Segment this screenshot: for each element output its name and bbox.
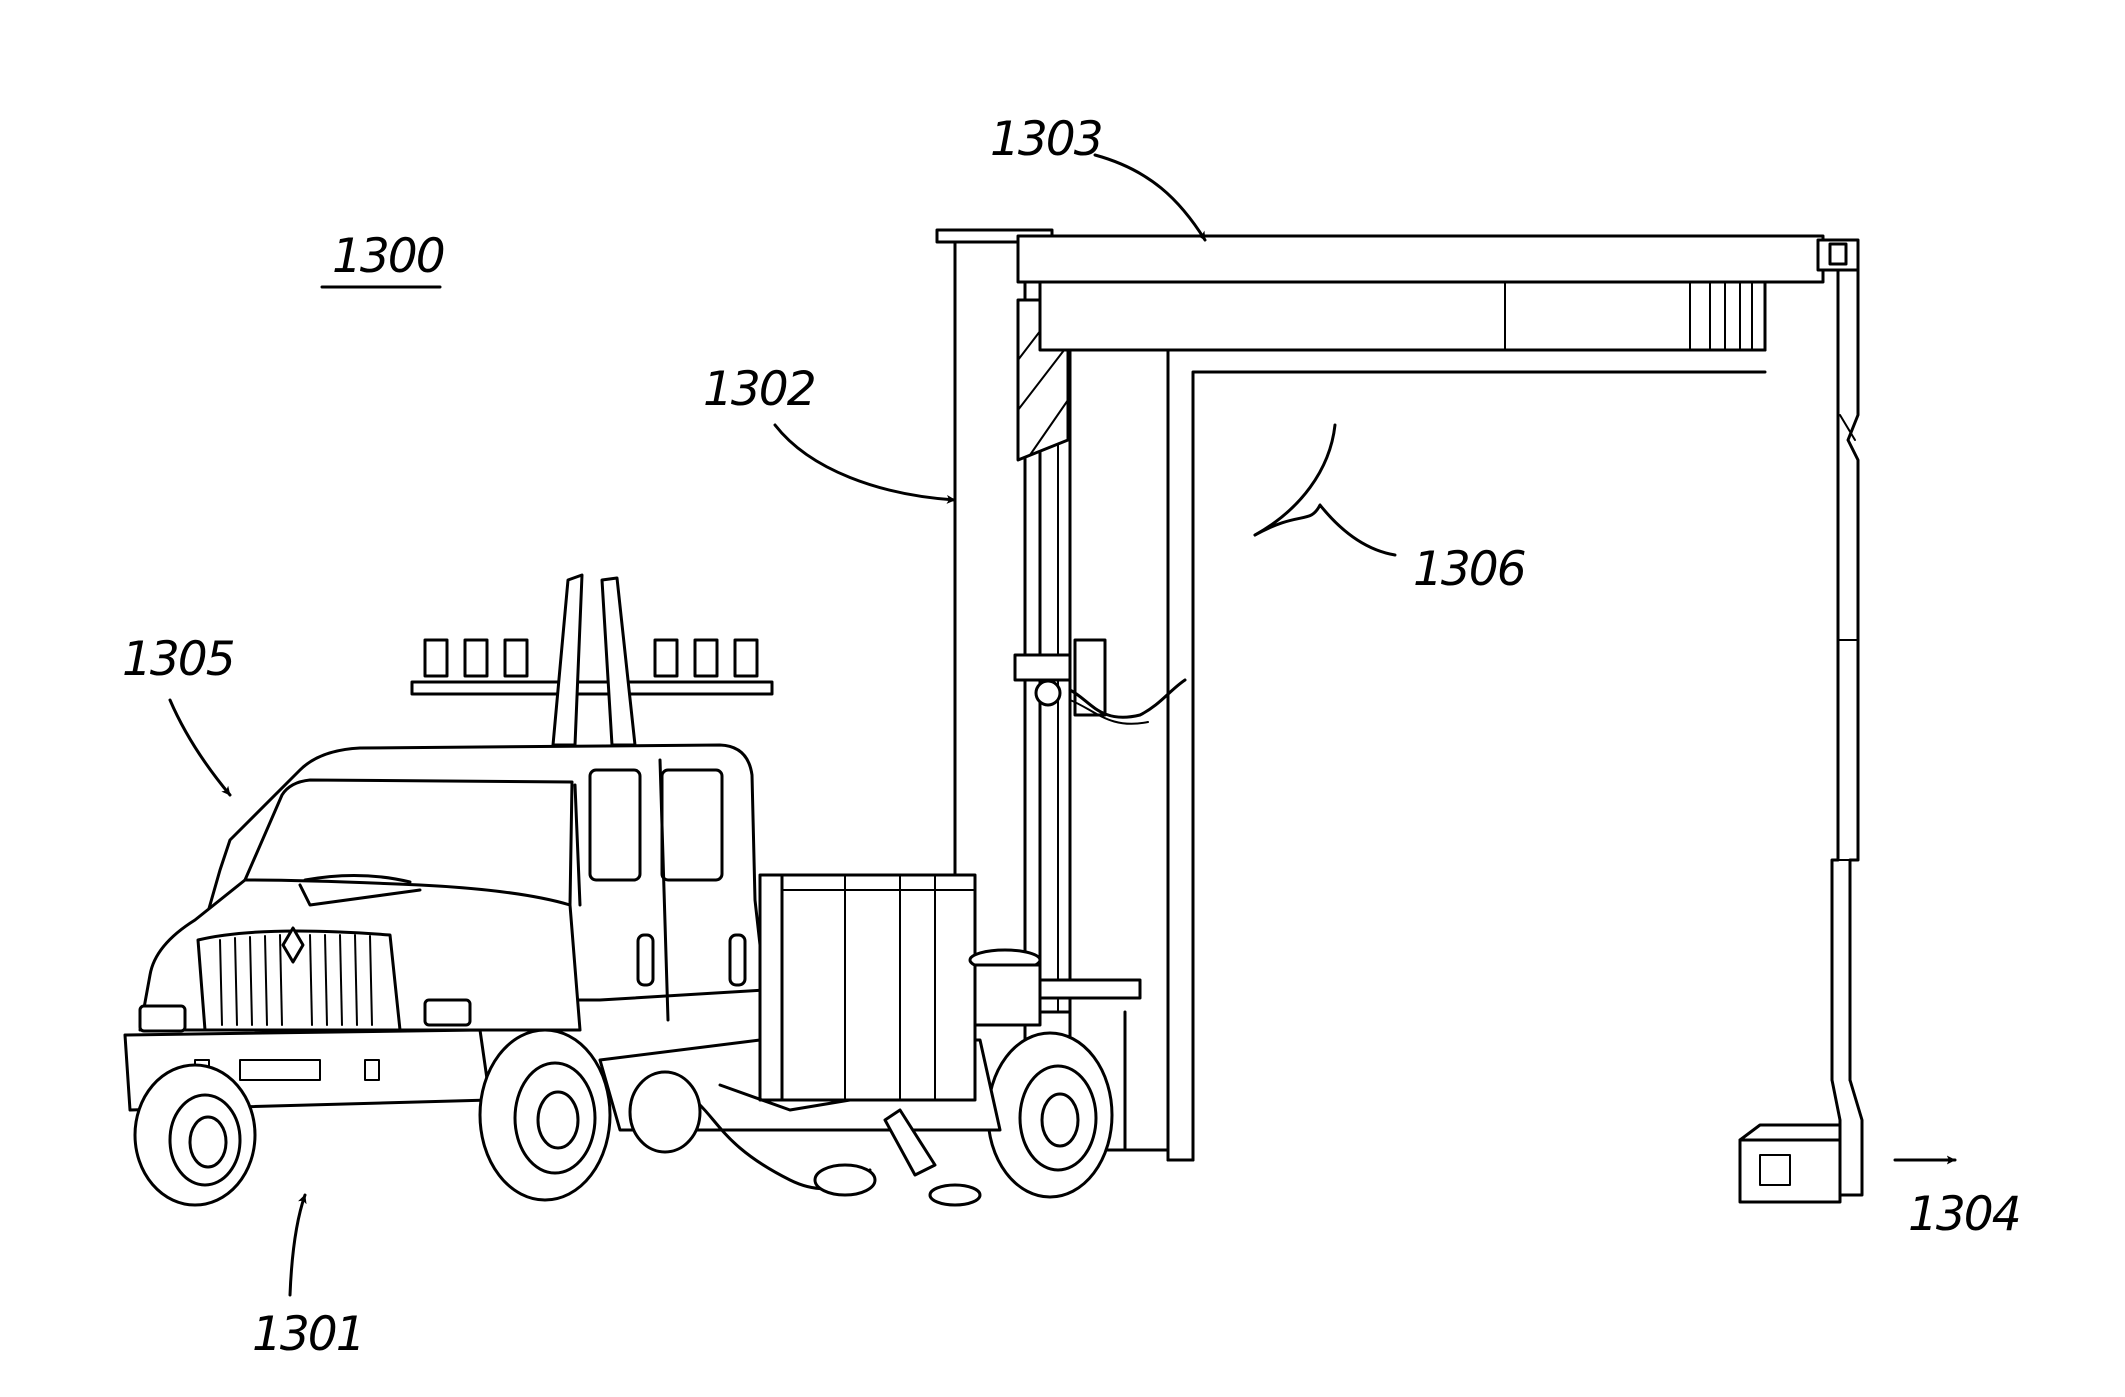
leader-1303	[1095, 155, 1205, 240]
leader-1305	[170, 700, 230, 795]
light-bar	[412, 575, 772, 745]
truck-grille	[198, 928, 400, 1030]
ref-1300: 1300	[332, 229, 444, 284]
ref-1304: 1304	[1908, 1187, 2020, 1242]
ref-1305: 1305	[122, 632, 234, 687]
leader-1302	[775, 425, 955, 500]
leader-1306	[1255, 505, 1395, 555]
ref-1303: 1303	[990, 112, 1102, 167]
drop-arm	[1832, 270, 1862, 1195]
rear-wheel-left	[480, 1030, 610, 1200]
rear-wheel-right	[988, 1033, 1112, 1197]
ref-1301: 1301	[252, 1307, 364, 1362]
leader-1301	[290, 1195, 305, 1295]
front-wheel	[135, 1065, 255, 1205]
right-headlight	[425, 1000, 470, 1025]
inner-frame	[1070, 350, 1765, 1160]
ref-1302: 1302	[703, 362, 815, 417]
left-headlight	[140, 1006, 185, 1031]
ref-1306: 1306	[1413, 542, 1525, 597]
sensor-box	[1740, 1125, 1840, 1202]
horizontal-boom	[1018, 236, 1858, 350]
